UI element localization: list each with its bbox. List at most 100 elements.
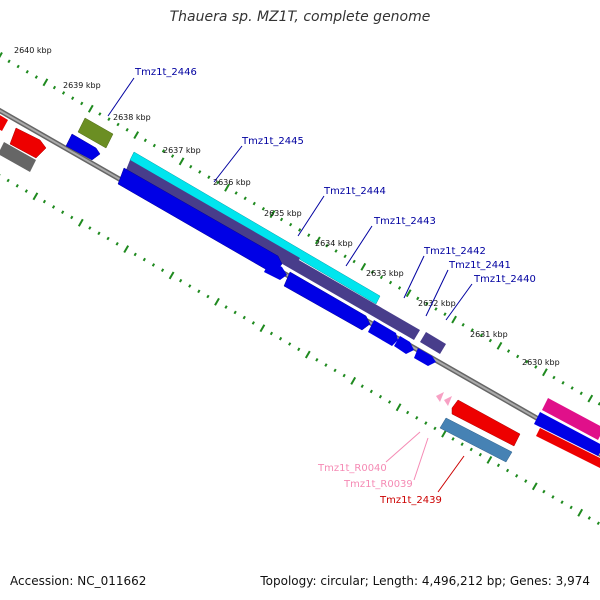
tick-mark xyxy=(416,296,420,301)
tick-mark xyxy=(434,307,438,311)
tick-mark xyxy=(433,426,437,431)
tick-mark xyxy=(397,286,402,290)
tick-mark xyxy=(570,386,574,390)
tick-mark xyxy=(387,400,392,404)
tick-mark xyxy=(496,341,503,350)
tick-mark xyxy=(314,236,321,245)
tick-mark xyxy=(461,323,465,327)
kbp-tick-label: 2630 kbp xyxy=(522,358,560,367)
tick-mark xyxy=(278,336,283,341)
kbp-tick-label: 2639 kbp xyxy=(63,81,101,90)
tick-mark xyxy=(516,354,520,359)
tick-mark xyxy=(188,284,192,288)
tick-mark xyxy=(87,104,94,113)
tick-mark xyxy=(360,384,364,388)
tick-mark xyxy=(7,59,11,64)
tick-mark xyxy=(77,218,84,227)
feature-red-right[interactable] xyxy=(536,428,600,468)
feature-tmz1t-2440[interactable] xyxy=(420,332,446,354)
feature-blue-2440[interactable] xyxy=(414,348,436,366)
tick-mark xyxy=(6,178,10,183)
tick-mark xyxy=(441,429,447,438)
tick-mark xyxy=(42,78,49,87)
feature-tmz1t-2446[interactable] xyxy=(77,117,114,149)
tick-mark xyxy=(505,468,510,473)
gene-label-tmz1t-2441[interactable]: Tmz1t_2441 xyxy=(448,260,511,271)
tick-mark xyxy=(97,231,101,236)
tick-mark xyxy=(569,505,573,510)
tick-mark xyxy=(534,365,538,369)
tick-mark xyxy=(298,228,302,232)
tick-mark xyxy=(587,394,594,403)
tick-mark xyxy=(577,508,584,517)
tick-mark xyxy=(279,217,284,222)
tick-mark xyxy=(325,243,329,248)
tick-mark xyxy=(160,268,165,272)
gene-label-tmz1t-2442[interactable]: Tmz1t_2442 xyxy=(423,246,486,257)
tick-mark xyxy=(0,52,3,59)
gene-label-tmz1t-2446[interactable]: Tmz1t_2446 xyxy=(134,67,197,78)
tick-mark xyxy=(424,421,428,425)
feature-tmz1t-r0039[interactable] xyxy=(444,396,452,406)
kbp-tick-label: 2638 kbp xyxy=(113,113,151,122)
feature-magenta-right[interactable] xyxy=(542,398,600,440)
tick-mark xyxy=(107,117,111,121)
tick-mark xyxy=(506,349,511,353)
tick-mark xyxy=(161,149,166,153)
feature-red-left-top[interactable] xyxy=(0,112,8,131)
tick-mark xyxy=(469,447,473,452)
tick-mark xyxy=(207,175,211,179)
tick-mark xyxy=(123,245,130,254)
gene-label-tmz1t-r0039[interactable]: Tmz1t_R0039 xyxy=(343,479,413,490)
feature-blue-2441[interactable] xyxy=(394,336,414,354)
feature-blue-long-2[interactable] xyxy=(283,271,371,331)
tick-mark xyxy=(343,254,347,259)
gene-label-tmz1t-2440[interactable]: Tmz1t_2440 xyxy=(473,274,536,285)
tick-mark xyxy=(133,131,140,140)
tick-mark xyxy=(378,394,383,399)
feature-steelblue[interactable] xyxy=(439,417,513,463)
feature-red-left[interactable] xyxy=(9,127,47,159)
feature-blue-long-1[interactable] xyxy=(117,167,283,275)
tick-mark xyxy=(251,321,255,325)
feature-blue-2442[interactable] xyxy=(368,320,398,346)
kbp-tick-label: 2634 kbp xyxy=(315,239,353,248)
gene-label-tmz1t-2445[interactable]: Tmz1t_2445 xyxy=(241,136,304,147)
tick-mark xyxy=(324,363,328,367)
kbp-tick-label: 2633 kbp xyxy=(366,269,404,278)
tick-mark xyxy=(524,479,528,483)
feature-blue-2446[interactable] xyxy=(65,133,101,161)
tick-mark xyxy=(224,305,228,309)
feature-blue-short-1[interactable] xyxy=(264,260,287,280)
tick-mark xyxy=(151,263,156,267)
feature-gray-left[interactable] xyxy=(0,142,36,172)
tick-mark xyxy=(289,222,293,227)
feature-cyan-long[interactable] xyxy=(129,151,381,305)
tick-mark xyxy=(133,252,137,257)
feature-tmz1t-2444[interactable] xyxy=(272,248,420,340)
tick-mark xyxy=(369,389,373,394)
tick-mark xyxy=(496,463,501,468)
tick-mark xyxy=(370,270,374,274)
tick-mark xyxy=(25,70,29,74)
gene-label-tmz1t-r0040[interactable]: Tmz1t_R0040 xyxy=(317,463,387,474)
gene-label-tmz1t-2444[interactable]: Tmz1t_2444 xyxy=(323,186,386,197)
tick-mark xyxy=(234,191,238,195)
tick-mark xyxy=(304,350,311,359)
tick-mark xyxy=(406,410,410,415)
kbp-tick-label: 2632 kbp xyxy=(418,299,456,308)
tick-mark xyxy=(525,359,529,364)
tick-mark xyxy=(152,143,156,148)
kbp-tick-label: 2635 kbp xyxy=(264,209,302,218)
genome-summary-text: Topology: circular; Length: 4,496,212 bp… xyxy=(260,574,590,588)
gene-label-tmz1t-2443[interactable]: Tmz1t_2443 xyxy=(373,216,436,227)
tick-mark xyxy=(259,324,266,333)
feature-blue-right[interactable] xyxy=(534,412,600,456)
gene-label-tmz1t-2439[interactable]: Tmz1t_2439 xyxy=(379,495,442,506)
feature-tmz1t-r0040[interactable] xyxy=(436,392,444,402)
feature-tmz1t-2439[interactable] xyxy=(451,399,521,447)
tick-mark xyxy=(115,242,119,246)
tick-mark xyxy=(189,164,193,169)
feature-tmz1t-2445[interactable] xyxy=(126,160,300,268)
